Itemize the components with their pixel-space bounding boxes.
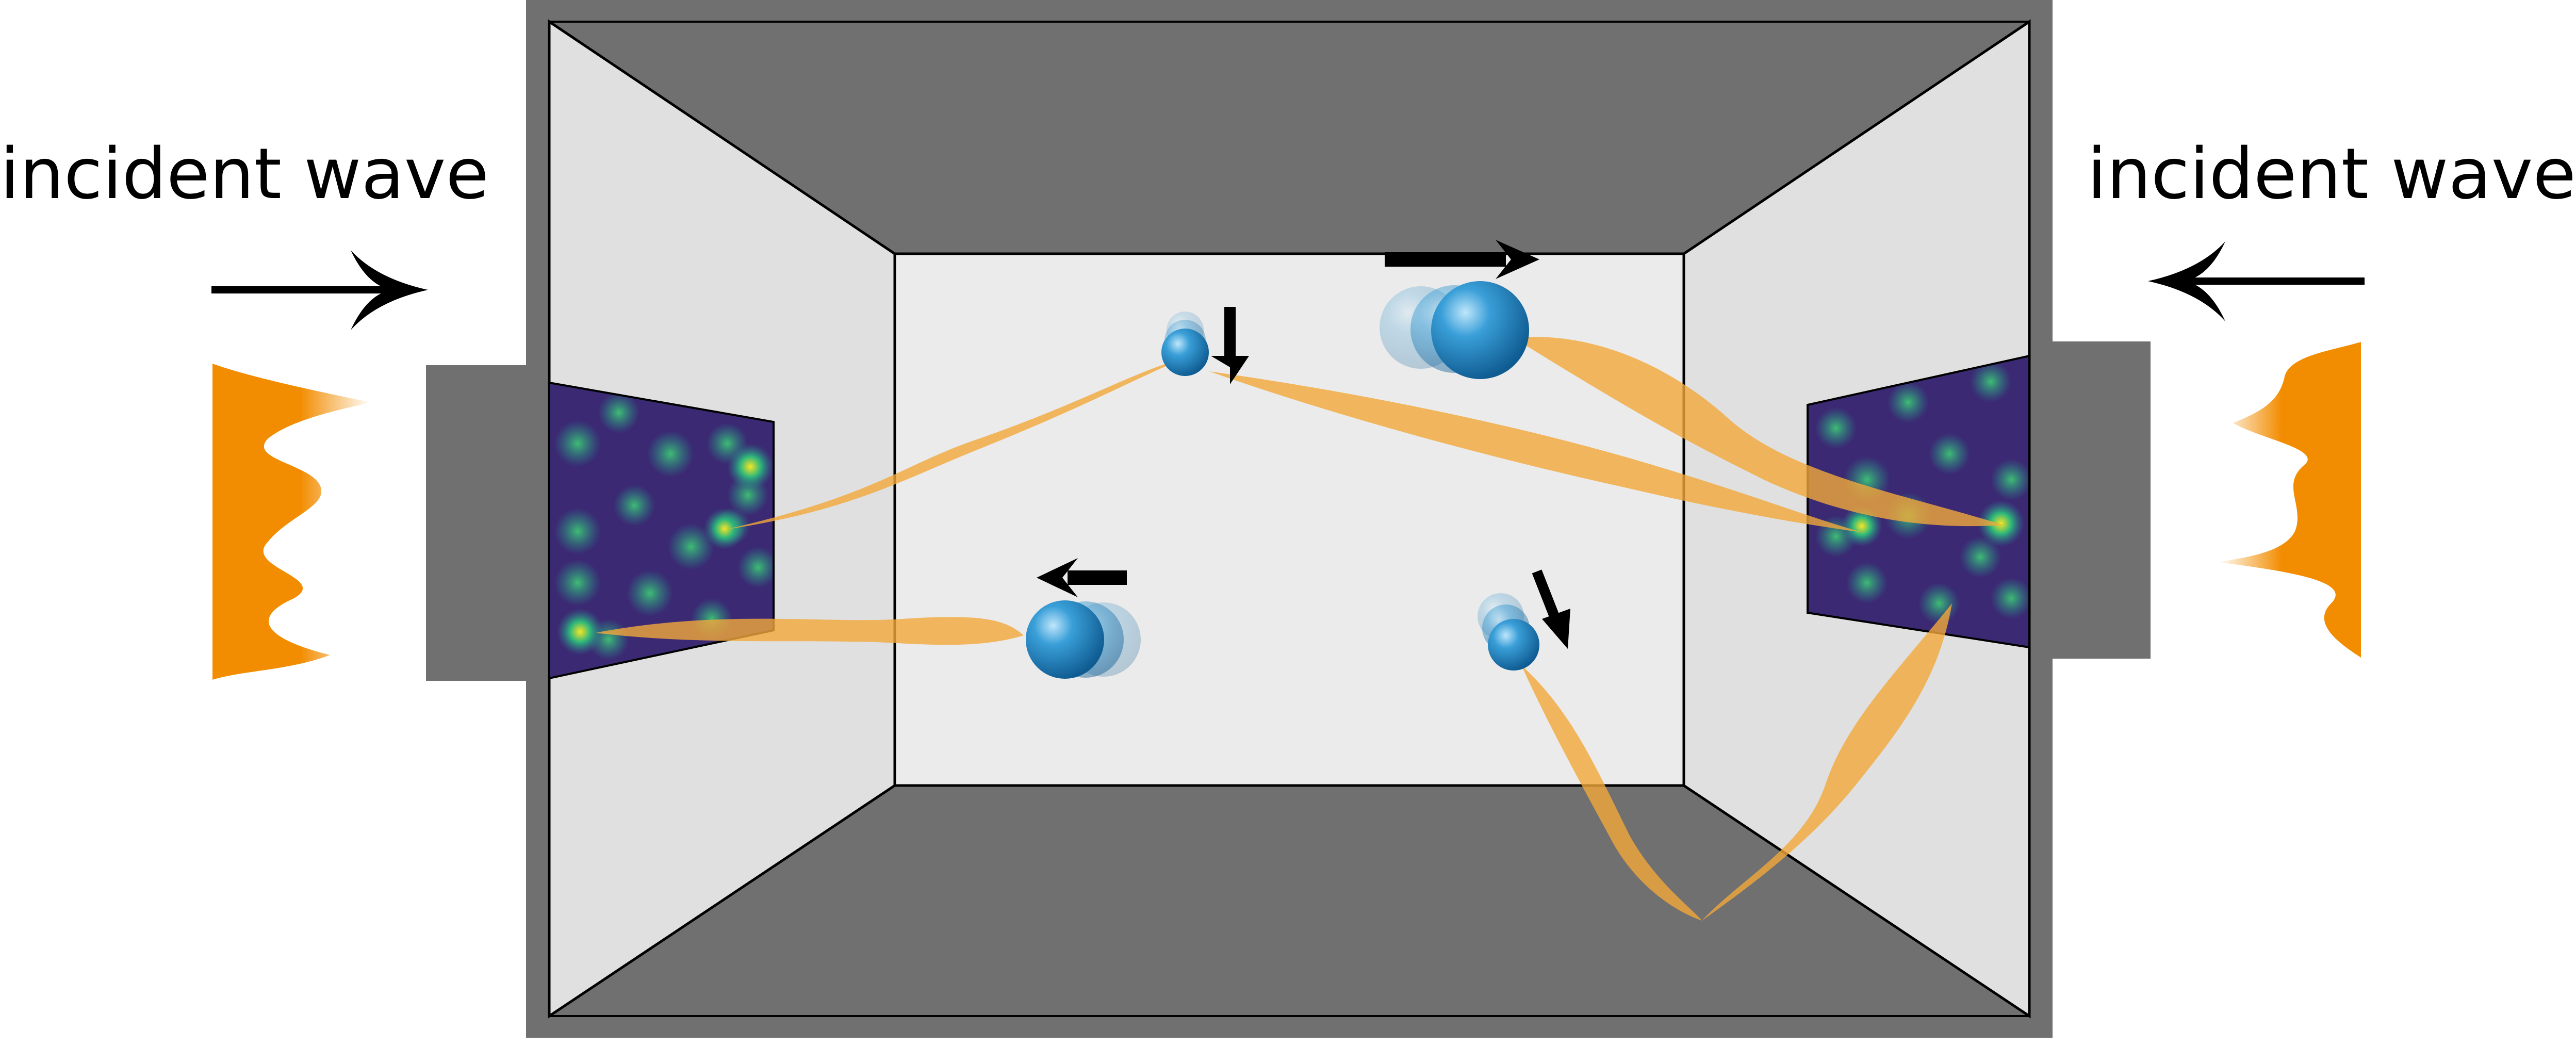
arrow-down-right-icon bbox=[1532, 569, 1570, 649]
particle-left bbox=[1026, 600, 1141, 679]
incident-arrow-left bbox=[211, 250, 428, 330]
back-wall bbox=[893, 252, 1685, 787]
arrow-down-icon bbox=[1211, 307, 1249, 384]
arrow-right-icon bbox=[1385, 240, 1539, 279]
incident-wave-left bbox=[212, 364, 371, 680]
incident-wave-label-left: incident wave bbox=[0, 134, 489, 215]
particle-top-right bbox=[1380, 281, 1529, 379]
incident-wave-right bbox=[2218, 342, 2361, 658]
right-port bbox=[2029, 341, 2151, 659]
arrow-left-icon bbox=[1037, 558, 1127, 597]
incident-arrow-right bbox=[2148, 241, 2365, 321]
scattering-beams bbox=[596, 337, 2004, 921]
particle-right bbox=[1478, 593, 1539, 670]
left-port bbox=[426, 365, 550, 681]
incident-wave-label-right: incident wave bbox=[2087, 134, 2576, 215]
particle-top-left bbox=[1161, 312, 1209, 376]
